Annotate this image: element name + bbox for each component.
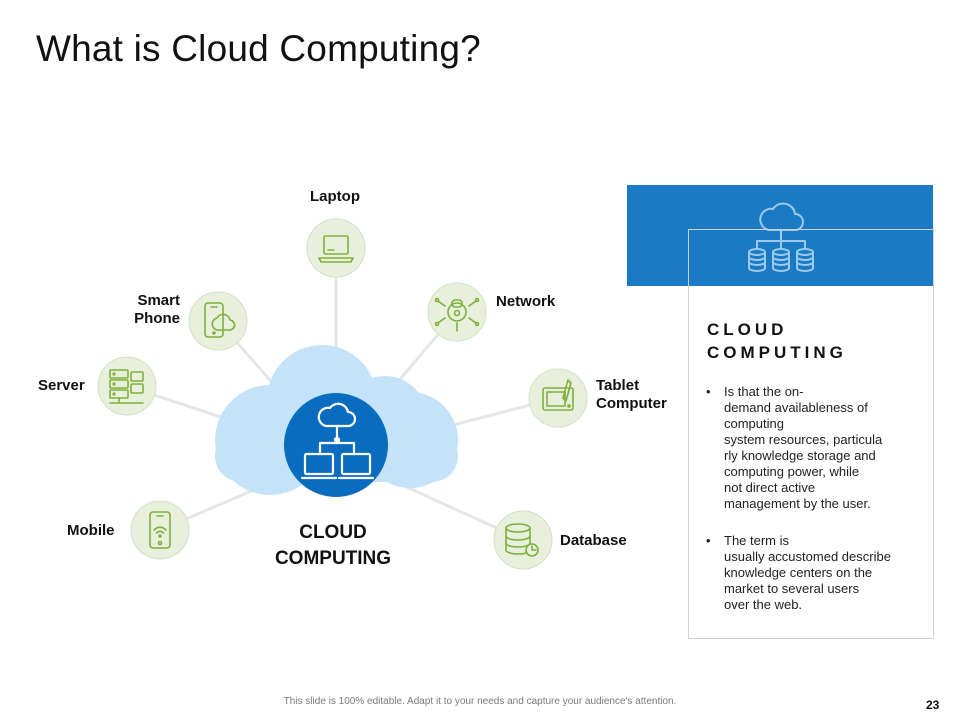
panel-bullet-text: The term is usually accustomed describe … [724,533,891,612]
panel-title-line2: COMPUTING [707,343,847,362]
laptop-icon [318,235,354,263]
label-tablet: Tablet Computer [596,377,667,412]
server-icon [109,369,144,404]
slide-title: What is Cloud Computing? [36,28,481,69]
label-laptop: Laptop [310,188,360,205]
node-server [97,356,157,416]
panel-header [627,185,933,286]
bullet-dot: • [706,384,711,399]
panel-bullet-2: • The term is usually accustomed describ… [706,533,916,613]
label-network: Network [496,293,556,310]
label-server: Server [38,377,85,394]
node-smartphone [188,291,248,351]
smartphone-icon [204,302,236,338]
network-icon [434,297,480,332]
panel-box [688,229,934,639]
panel-bullet-text: Is that the on- demand availableness of … [724,384,883,511]
footer-note: This slide is 100% editable. Adapt it to… [283,696,677,707]
center-cloud-icon [300,402,375,480]
center-label-line2: COMPUTING [274,548,392,569]
tablet-icon [542,379,574,411]
page-number: 23 [926,698,940,712]
node-network [427,282,487,342]
cloud-database-icon [748,202,814,272]
bullet-dot: • [706,533,711,548]
node-tablet [528,368,588,428]
node-mobile [130,500,190,560]
node-laptop [306,218,366,278]
panel-bullet-1: • Is that the on- demand availableness o… [706,384,916,512]
label-mobile: Mobile [67,522,115,539]
label-smartphone: Smart Phone [134,292,180,327]
database-icon [505,523,539,557]
center-label: CLOUD COMPUTING [258,520,408,572]
panel-title: CLOUD COMPUTING [707,318,907,364]
center-label-line1: CLOUD [299,522,367,543]
mobile-icon [149,511,171,549]
label-database: Database [560,532,627,549]
center-circle [284,393,388,497]
panel-title-line1: CLOUD [707,320,788,339]
